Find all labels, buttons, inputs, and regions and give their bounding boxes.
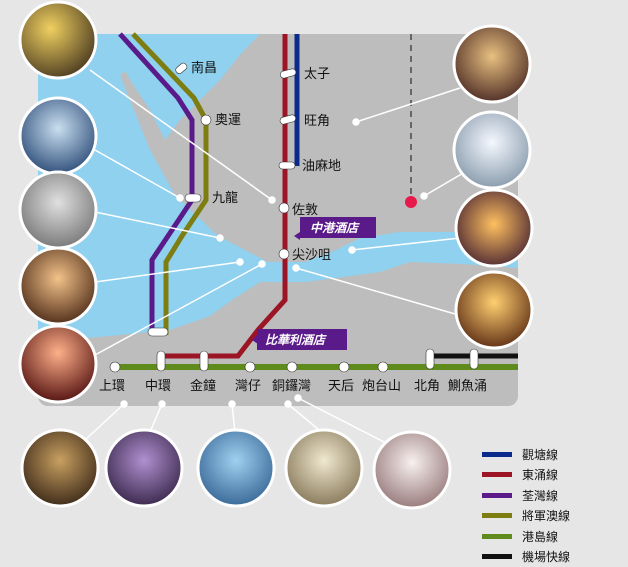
station-mong-kok[interactable]: 旺角 xyxy=(304,114,330,129)
legend-item: 機場快線 xyxy=(482,547,628,567)
hotel-tag-1[interactable]: 中港酒店 xyxy=(294,217,376,240)
station-yau-ma-tei[interactable]: 油麻地 xyxy=(302,159,341,174)
photo-circle[interactable] xyxy=(20,98,96,174)
photo-circle[interactable] xyxy=(20,326,96,402)
legend-label: 機場快線 xyxy=(522,548,570,565)
station-quarry-bay[interactable]: 鰂魚涌 xyxy=(448,379,487,394)
station-fortress-hill[interactable]: 炮台山 xyxy=(362,379,401,394)
station-north-point[interactable]: 北角 xyxy=(414,379,440,394)
legend-item: 觀塘線 xyxy=(482,444,628,465)
legend-item: 港島線 xyxy=(482,526,628,547)
photo-circle[interactable] xyxy=(198,430,274,506)
photo-circle[interactable] xyxy=(22,430,98,506)
legend-swatch xyxy=(482,534,512,539)
station-tin-hau[interactable]: 天后 xyxy=(328,379,354,394)
photo-circle[interactable] xyxy=(454,112,530,188)
station-tsim-sha-tsui[interactable]: 尖沙咀 xyxy=(292,248,331,263)
station-jordan[interactable]: 佐敦 xyxy=(292,202,318,218)
station-admiralty[interactable]: 金鐘 xyxy=(190,378,216,394)
location-marker xyxy=(405,196,417,208)
legend-swatch xyxy=(482,452,512,457)
station-kowloon[interactable]: 九龍 xyxy=(212,190,238,206)
hotel-label-1: 中港酒店 xyxy=(310,221,360,235)
photo-circle[interactable] xyxy=(454,26,530,102)
legend-item: 東涌線 xyxy=(482,465,628,486)
station-prince-edward[interactable]: 太子 xyxy=(304,67,330,82)
legend-label: 觀塘線 xyxy=(522,446,558,463)
station-austin[interactable]: 奧運 xyxy=(215,113,241,128)
photo-circle[interactable] xyxy=(106,430,182,506)
legend-item: 將軍澳線 xyxy=(482,506,628,527)
legend: 觀塘線東涌線荃灣線將軍澳線港島線機場快線 xyxy=(482,444,628,567)
photo-circle[interactable] xyxy=(374,432,450,508)
station-nam-cheong[interactable]: 南昌 xyxy=(191,60,217,76)
station-wan-chai[interactable]: 灣仔 xyxy=(235,379,261,394)
hotel-label-2: 比華利酒店 xyxy=(265,333,327,347)
legend-label: 東涌線 xyxy=(522,466,558,483)
photo-circle[interactable] xyxy=(456,272,532,348)
legend-swatch xyxy=(482,493,512,498)
legend-label: 港島線 xyxy=(522,528,558,545)
photo-circle[interactable] xyxy=(456,190,532,266)
station-central[interactable]: 中環 xyxy=(145,379,171,394)
station-sheung-wan[interactable]: 上環 xyxy=(99,379,125,394)
legend-label: 荃灣線 xyxy=(522,487,558,504)
hotel-tag-2[interactable]: 比華利酒店 xyxy=(252,329,347,350)
photo-circle[interactable] xyxy=(20,172,96,248)
photo-circle[interactable] xyxy=(20,2,96,78)
station-causeway-bay[interactable]: 銅鑼灣 xyxy=(272,378,311,394)
photo-circle[interactable] xyxy=(286,430,362,506)
photo-circle[interactable] xyxy=(20,248,96,324)
legend-label: 將軍澳線 xyxy=(522,507,570,524)
legend-item: 荃灣線 xyxy=(482,485,628,506)
legend-swatch xyxy=(482,513,512,518)
legend-swatch xyxy=(482,554,512,559)
legend-swatch xyxy=(482,472,512,477)
